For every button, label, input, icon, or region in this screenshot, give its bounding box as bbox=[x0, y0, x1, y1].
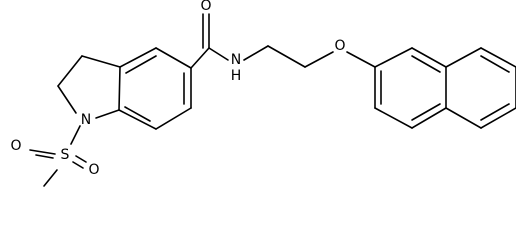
indoline-pyrroline-ring bbox=[57, 55, 121, 119]
ring-nitrogen-label: N bbox=[81, 112, 91, 128]
amide-hydrogen-label: H bbox=[231, 68, 242, 84]
carboxamide-group bbox=[190, 13, 229, 69]
methanesulfonyl-group bbox=[29, 125, 87, 187]
carbonyl-oxygen-label: O bbox=[200, 0, 211, 14]
sulfur-label: S bbox=[61, 147, 70, 163]
sulfonyl-oxygen-left-label: O bbox=[10, 138, 21, 154]
chemical-structure-diagram: O N H O N S O O bbox=[10, 0, 516, 187]
ethoxy-linker bbox=[243, 45, 376, 68]
atom-labels: O N H O N S O O bbox=[10, 0, 345, 178]
sulfonyl-oxygen-right-label: O bbox=[88, 162, 99, 178]
indoline-benzene-ring bbox=[118, 47, 192, 130]
naphthalene-ring-a bbox=[374, 47, 447, 129]
naphthalene-ring-b bbox=[411, 47, 516, 129]
amide-nitrogen-label: N bbox=[231, 52, 241, 68]
ether-oxygen-label: O bbox=[334, 38, 345, 54]
